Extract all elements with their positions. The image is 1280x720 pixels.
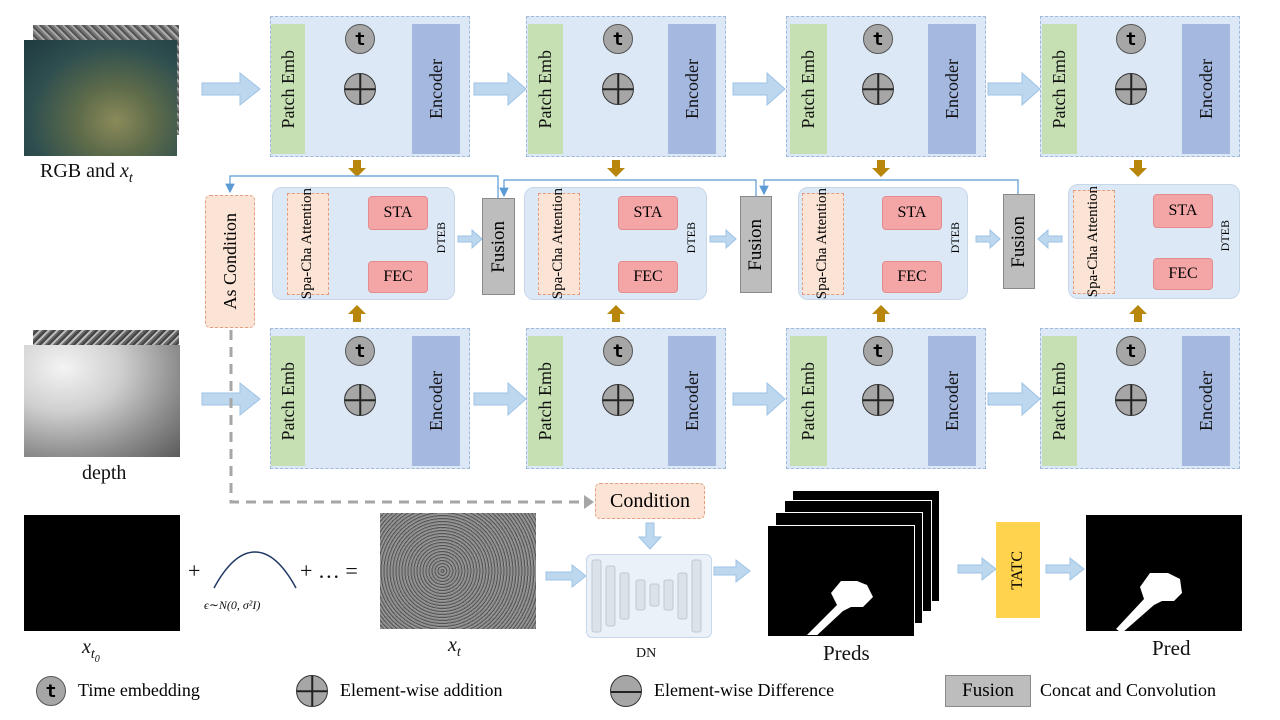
time-embedding-icon: t [1116,24,1146,54]
dn-box [586,554,712,638]
tatc-block: TATC [996,522,1040,618]
time-embedding-icon: t [863,336,893,366]
gold-arrows [348,160,1147,322]
time-embedding-icon: t [603,336,633,366]
patch-emb: Patch Emb [790,24,827,154]
addition-icon [344,73,376,105]
addition-icon [1115,384,1147,416]
patch-emb: Patch Emb [1042,24,1077,154]
time-embedding-icon: t [1116,336,1146,366]
encoder: Encoder [928,336,976,466]
encoder: Encoder [668,336,716,466]
dteb-tag: DTEB [948,222,962,254]
dn-label: DN [636,646,657,661]
fusion-block: Fusion [482,198,515,295]
addition-icon [602,384,634,416]
dteb-tag: DTEB [684,222,698,254]
sta-block: STA [618,196,678,230]
encoder: Encoder [668,24,716,154]
rgb-caption: RGB and xt [40,160,133,186]
fusion-block: Fusion [1003,194,1035,289]
dteb-tag: DTEB [434,222,448,254]
as-condition-box: As Condition [205,195,255,328]
patch-emb: Patch Emb [271,24,305,154]
legend-diff-text: Element-wise Difference [654,680,835,700]
legend-add-text: Element-wise addition [340,680,503,700]
patch-emb: Patch Emb [790,336,827,466]
condition-box: Condition [595,483,705,519]
plus-sign: + [188,558,201,583]
encoder: Encoder [412,336,460,466]
spa-cha-attention: Spa-Cha Attention [1073,186,1115,298]
fec-block: FEC [618,261,678,293]
fusion-block: Fusion [740,196,772,293]
pred-mask-shape [807,581,873,635]
final-mask-shape [1116,573,1182,631]
patch-emb: Patch Emb [528,336,563,466]
legend-time-text: Time embedding [78,680,200,700]
spa-cha-attention: Spa-Cha Attention [538,188,580,300]
sta-block: STA [882,196,942,230]
fusion-feedback-lines [225,175,1019,198]
x-t-label: xt [448,634,461,660]
condition-dashed-path [229,330,586,504]
time-embedding-icon: t [863,24,893,54]
time-embedding-icon: t [345,24,375,54]
rgb-image [24,40,177,156]
fec-block: FEC [368,261,428,293]
legend-fusion-text: Concat and Convolution [1040,680,1216,700]
noise-formula: ϵ∼N(0, σ²I) [204,598,261,612]
depth-image [24,345,180,457]
encoder: Encoder [412,24,460,154]
legend-time-icon: t [36,676,66,706]
patch-emb: Patch Emb [1042,336,1077,466]
time-embedding-icon: t [603,24,633,54]
spa-cha-attention: Spa-Cha Attention [287,188,329,300]
spa-cha-attention: Spa-Cha Attention [802,188,844,300]
legend-diff-icon [610,675,642,707]
encoder: Encoder [1182,336,1230,466]
dteb-tag: DTEB [1218,220,1232,252]
addition-icon [344,384,376,416]
fec-block: FEC [1153,258,1213,290]
patch-emb: Patch Emb [528,24,563,154]
legend-add-icon [296,675,328,707]
pred-label: Pred [1152,636,1191,660]
legend-fusion-box: Fusion [945,675,1031,707]
depth-caption: depth [82,462,127,484]
preds-label: Preds [823,641,870,665]
addition-icon [862,384,894,416]
sta-block: STA [1153,194,1213,228]
ellipsis-equals: + … = [300,558,358,583]
addition-icon [602,73,634,105]
addition-icon [862,73,894,105]
time-embedding-icon: t [345,336,375,366]
patch-emb: Patch Emb [271,336,305,466]
noisy-mask-image [380,513,536,629]
fec-block: FEC [882,261,942,293]
addition-icon [1115,73,1147,105]
flow-arrows-top [201,71,1085,589]
x-t0-label: xt0 [82,636,100,665]
sta-block: STA [368,196,428,230]
encoder: Encoder [928,24,976,154]
gaussian-curve [213,551,297,589]
gt-mask-image [24,515,180,631]
encoder: Encoder [1182,24,1230,154]
